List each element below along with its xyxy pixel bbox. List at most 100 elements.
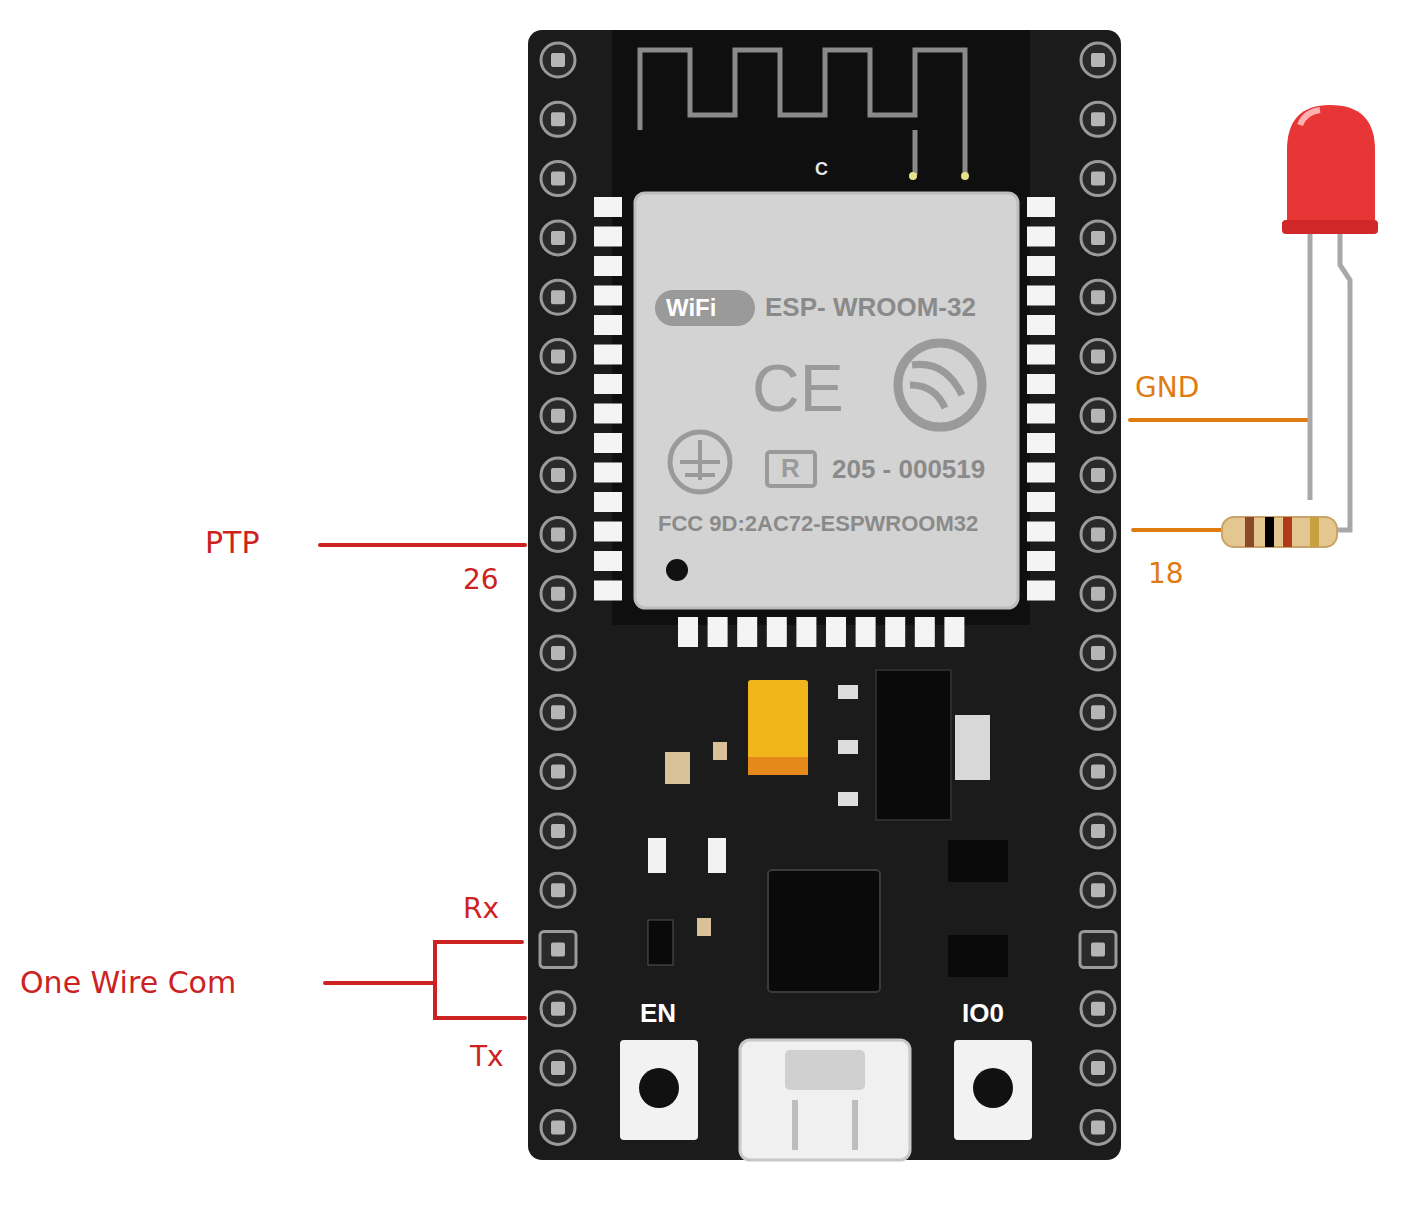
header-pin-hole	[551, 1002, 565, 1016]
module-pad	[1027, 315, 1055, 335]
module-pad	[594, 551, 622, 571]
module-base	[612, 30, 1030, 625]
header-pin-hole	[1091, 112, 1105, 126]
signal-name: One Wire Com	[20, 968, 236, 998]
header-pin	[1081, 992, 1115, 1026]
module-pad	[594, 522, 622, 542]
module-pad	[856, 617, 876, 647]
module-pad	[708, 617, 728, 647]
header-pin-hole	[1091, 587, 1105, 601]
module-pad	[594, 286, 622, 306]
header-pin-hole	[551, 587, 565, 601]
header-pin-hole	[551, 53, 565, 67]
pin-number: 18	[1148, 560, 1184, 588]
header-pin-hole	[551, 824, 565, 838]
header-pin-hole	[551, 290, 565, 304]
header-pin	[1081, 340, 1115, 374]
led-rim	[1282, 220, 1378, 234]
header-pin	[541, 162, 575, 196]
header-pin	[541, 695, 575, 729]
module-pad	[1027, 551, 1055, 571]
fcc-id: FCC 9D:2AC72-ESPWROOM32	[658, 513, 978, 535]
module-pad	[796, 617, 816, 647]
signal-name: Tx	[470, 1043, 504, 1071]
header-pin	[541, 814, 575, 848]
header-pin-hole	[551, 112, 565, 126]
header-pin	[541, 43, 575, 77]
module-pad	[885, 617, 905, 647]
smd-cap	[665, 752, 690, 784]
module-pad	[1027, 227, 1055, 247]
header-pin-hole	[551, 468, 565, 482]
pin1-dot	[666, 559, 688, 581]
header-pin	[1081, 162, 1115, 196]
module-pad	[915, 617, 935, 647]
module-pad	[594, 463, 622, 483]
module-pad	[737, 617, 757, 647]
button-label: IO0	[962, 1000, 1004, 1026]
header-pin-hole	[1091, 172, 1105, 186]
led-leg	[1308, 225, 1313, 500]
smd-part	[838, 740, 858, 754]
header-pin	[1081, 102, 1115, 136]
header-pin	[541, 636, 575, 670]
leader-line	[320, 543, 525, 547]
header-pin	[1081, 636, 1115, 670]
diode	[648, 920, 673, 965]
usb-connector	[740, 1040, 910, 1160]
module-pad	[767, 617, 787, 647]
header-pin	[1081, 695, 1115, 729]
header-pin-hole	[1091, 1061, 1105, 1075]
header-pin-hole	[1091, 943, 1105, 957]
header-pin-hole	[551, 705, 565, 719]
header-pin	[1081, 280, 1115, 314]
module-pad	[594, 492, 622, 512]
header-pin-hole	[551, 883, 565, 897]
header-pin-hole	[1091, 53, 1105, 67]
module-pad	[944, 617, 964, 647]
module-pad	[594, 315, 622, 335]
header-pin	[541, 458, 575, 492]
header-pin-hole	[1091, 290, 1105, 304]
r-mark: R	[781, 455, 800, 481]
espressif-logo	[898, 343, 982, 427]
header-pin-hole	[1091, 883, 1105, 897]
header-pin	[1081, 43, 1115, 77]
espressif-logo-arcs	[910, 364, 962, 408]
pin-number: 26	[463, 566, 499, 594]
tantalum-cap	[748, 680, 808, 775]
smd-part	[708, 838, 726, 873]
header-pin-hole	[1091, 824, 1105, 838]
regulator-tab	[955, 715, 990, 780]
module-pad	[594, 345, 622, 365]
module-marking: C	[815, 160, 828, 178]
module-pad	[1027, 433, 1055, 453]
ce-mark: CE	[752, 355, 844, 421]
transistor	[948, 840, 1008, 882]
header-pin	[1081, 577, 1115, 611]
header-pin-hole	[551, 1120, 565, 1134]
led-dot	[909, 172, 917, 180]
antenna-trace	[640, 50, 965, 175]
module-pad	[1027, 256, 1055, 276]
header-pin-hole	[1091, 527, 1105, 541]
signal-name: GND	[1135, 374, 1199, 402]
led-dot	[961, 172, 969, 180]
header-pin	[1081, 1110, 1115, 1144]
header-pin	[541, 992, 575, 1026]
header-pin-hole	[551, 1061, 565, 1075]
header-pin	[541, 102, 575, 136]
header-pin	[541, 399, 575, 433]
led-body	[1287, 105, 1375, 225]
leader-line	[325, 981, 435, 985]
module-pad	[1027, 404, 1055, 424]
regulator	[876, 670, 951, 820]
header-pin	[541, 873, 575, 907]
module-pad	[1027, 463, 1055, 483]
module-pad	[1027, 522, 1055, 542]
module-pad	[594, 581, 622, 601]
module-pad	[594, 256, 622, 276]
header-pin	[1081, 755, 1115, 789]
header-pin-square	[540, 932, 576, 968]
header-pin	[1081, 1051, 1115, 1085]
